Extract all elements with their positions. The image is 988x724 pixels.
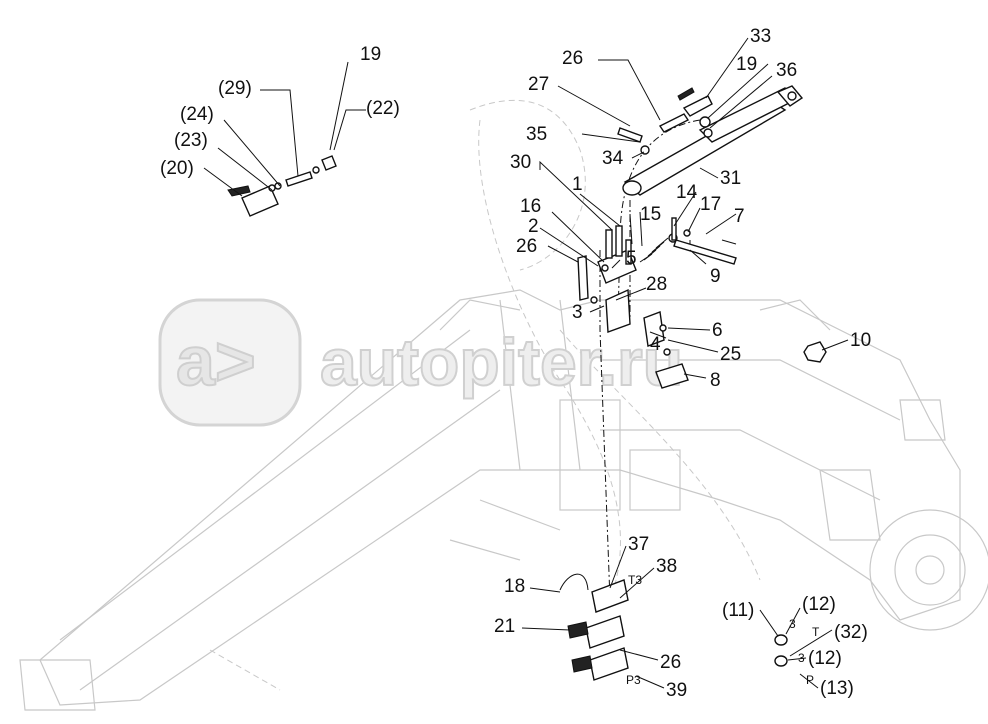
callout-9: 9 xyxy=(710,266,721,287)
leader-lines xyxy=(203,37,849,689)
callout-4: 4 xyxy=(650,334,661,355)
callout-1: 1 xyxy=(572,174,583,195)
callout-3: 3 xyxy=(572,302,583,323)
tag-t: T xyxy=(812,625,820,639)
watermark-text: autopiter.ru xyxy=(320,325,683,399)
callout-18: 18 xyxy=(504,576,525,597)
callout-22: (22) xyxy=(366,98,400,119)
callout-12-lower: (12) xyxy=(808,648,842,669)
seal-rings[interactable] xyxy=(774,634,788,667)
tag-p3: P3 xyxy=(626,673,641,687)
spring-and-rod[interactable] xyxy=(639,217,737,265)
tag-3-lower: 3 xyxy=(798,651,805,665)
callout-19-right: 19 xyxy=(736,54,757,75)
callout-21: 21 xyxy=(494,616,515,637)
callout-26-bottom: 26 xyxy=(660,652,681,673)
callout-34: 34 xyxy=(602,148,624,169)
ghost-axle-assembly xyxy=(19,99,988,711)
callout-31: 31 xyxy=(720,168,741,189)
watermark-logo-box xyxy=(158,298,302,427)
callout-2: 2 xyxy=(528,216,539,237)
callout-33: 33 xyxy=(750,26,771,47)
coupler-assembly-bottom[interactable] xyxy=(559,573,629,681)
callout-38: 38 xyxy=(656,556,677,577)
callout-15: 15 xyxy=(640,204,661,225)
callout-30: 30 xyxy=(510,152,531,173)
callout-labels: 19 (29) (22) (24) (23) (20) 33 26 19 36 … xyxy=(160,26,871,701)
valve-block-assembly[interactable] xyxy=(577,225,637,304)
callout-36: 36 xyxy=(776,60,797,81)
callout-19-left: 19 xyxy=(360,44,381,65)
callout-29: (29) xyxy=(218,78,252,99)
callout-32: (32) xyxy=(834,622,868,643)
callout-35: 35 xyxy=(526,124,547,145)
tag-p: P xyxy=(806,673,814,687)
callout-11: (11) xyxy=(722,600,754,621)
callout-12-upper: (12) xyxy=(802,594,836,615)
watermark-logo: a> xyxy=(176,322,256,400)
callout-13: (13) xyxy=(820,678,854,699)
callout-8: 8 xyxy=(710,370,721,391)
tag-t3: T3 xyxy=(628,573,642,587)
callout-20: (20) xyxy=(160,158,194,179)
callout-14: 14 xyxy=(676,182,698,203)
callout-24: (24) xyxy=(180,104,214,125)
coupling-detail-assembly[interactable] xyxy=(227,155,337,217)
tag-3-upper: 3 xyxy=(789,617,796,631)
callout-7: 7 xyxy=(734,206,745,227)
hydraulic-cylinder-31[interactable] xyxy=(622,85,804,196)
callout-5: 5 xyxy=(626,248,637,269)
autopiter-watermark: a> autopiter.ru xyxy=(158,298,684,427)
bracket-plates[interactable] xyxy=(605,288,689,389)
nut-10[interactable] xyxy=(803,341,827,363)
callout-37: 37 xyxy=(628,534,649,555)
callout-17: 17 xyxy=(700,194,721,215)
callout-26-mid: 26 xyxy=(516,236,537,257)
callout-26-top: 26 xyxy=(562,48,583,69)
callout-28: 28 xyxy=(646,274,667,295)
callout-27: 27 xyxy=(528,74,549,95)
tag-labels: T3 P3 3 3 T P xyxy=(626,573,820,687)
callout-25: 25 xyxy=(720,344,741,365)
callout-10: 10 xyxy=(850,330,871,351)
callout-16: 16 xyxy=(520,196,541,217)
callout-6: 6 xyxy=(712,320,723,341)
callout-39: 39 xyxy=(666,680,687,701)
callout-23: (23) xyxy=(174,130,208,151)
